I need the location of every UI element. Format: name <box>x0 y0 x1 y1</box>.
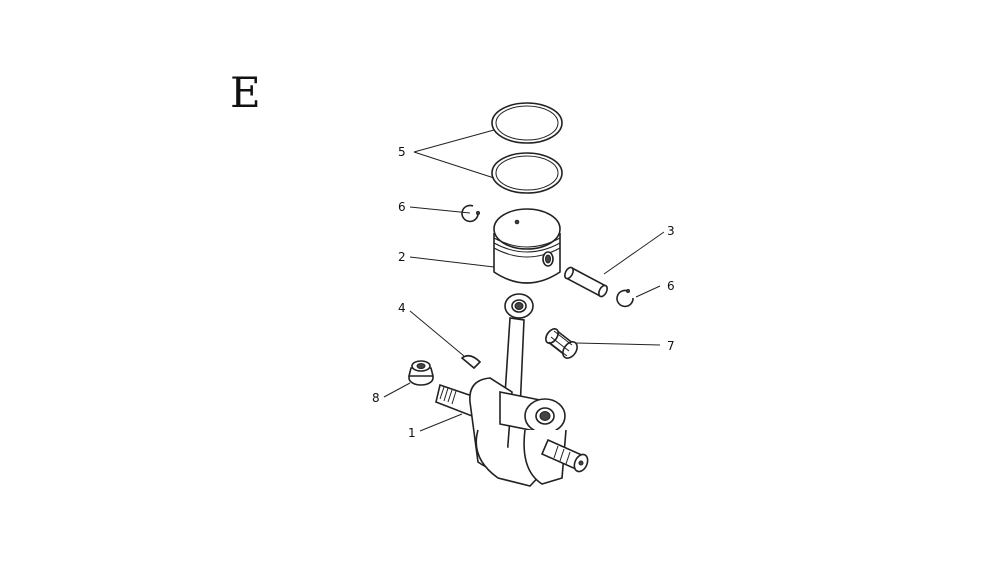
crankshaft <box>435 377 589 487</box>
callout-6-right: 6 <box>667 279 675 293</box>
piston-ring-upper <box>491 102 563 144</box>
callout-6-left: 6 <box>398 200 406 214</box>
callout-5: 5 <box>398 145 406 159</box>
piston <box>493 208 561 284</box>
woodruff-key <box>460 354 482 370</box>
circlip-right <box>616 289 634 308</box>
callout-3: 3 <box>667 224 675 238</box>
needle-bearing <box>545 328 578 359</box>
callout-1: 1 <box>408 426 416 440</box>
piston-ring-lower <box>491 152 563 194</box>
callout-2: 2 <box>398 250 406 264</box>
circlip-left <box>461 204 480 223</box>
leader-lines <box>383 129 665 432</box>
section-letter: E <box>230 68 261 117</box>
callout-8: 8 <box>372 391 380 405</box>
flange-nut <box>407 360 435 386</box>
piston-pin <box>564 266 608 298</box>
callout-7: 7 <box>667 339 675 353</box>
callout-numbers: 5 6 2 3 6 4 7 8 1 <box>372 145 675 440</box>
connecting-rod <box>503 293 534 411</box>
callout-4: 4 <box>398 301 406 315</box>
